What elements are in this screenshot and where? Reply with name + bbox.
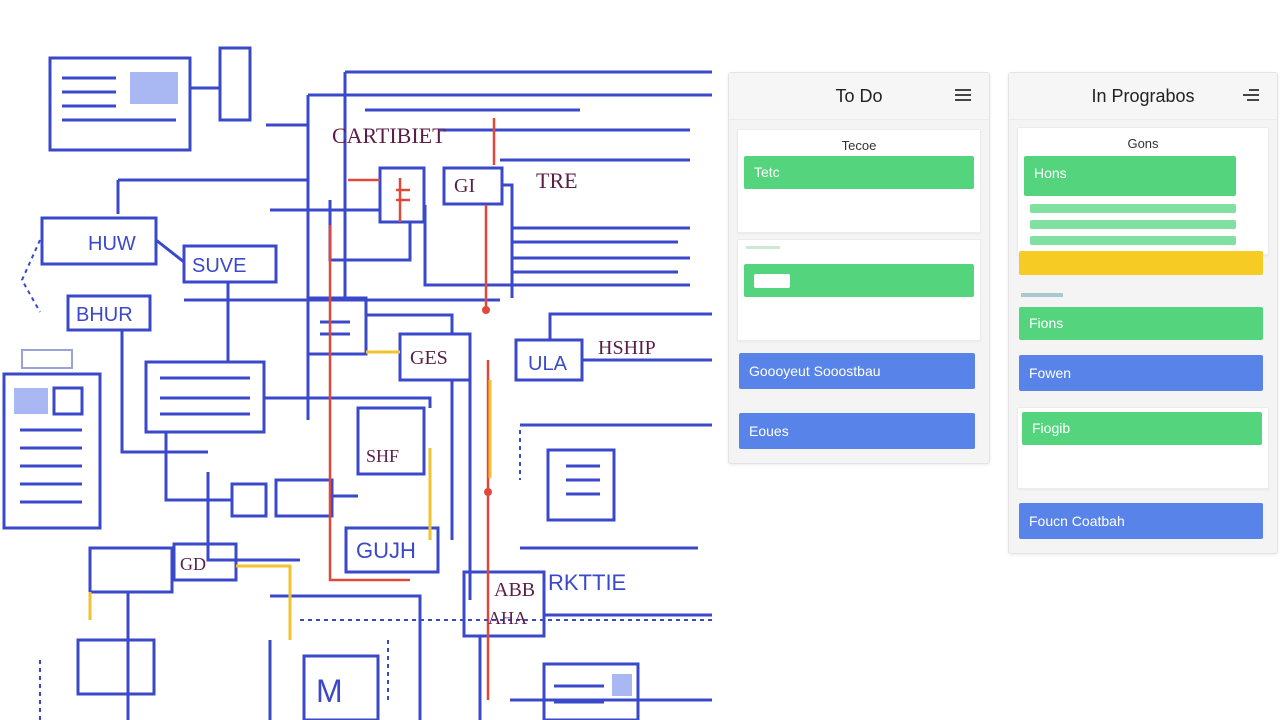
diagram-label-top: CARTIBIET bbox=[332, 123, 446, 148]
task-card[interactable]: Fiogib bbox=[1017, 407, 1269, 489]
progress-line bbox=[1030, 204, 1236, 213]
flow-diagram: CARTIBIET GI TRE HUW BHUR SUVE GES ULA H… bbox=[2, 46, 712, 720]
diagram-node bbox=[48, 56, 192, 152]
diagram-node bbox=[542, 662, 640, 720]
diagram-node bbox=[172, 542, 238, 582]
diagram-node bbox=[230, 482, 268, 518]
diagram-label: HSHIP bbox=[598, 337, 656, 359]
diagram-node bbox=[344, 526, 440, 574]
diagram-label: GD bbox=[180, 554, 206, 574]
diagram-node bbox=[302, 654, 380, 720]
diagram-label: HUW bbox=[88, 233, 136, 255]
diagram-node bbox=[356, 406, 426, 476]
column-to-do: To Do Tecoe Tetc Goooyeut Sooostbau Eoue… bbox=[728, 72, 990, 464]
task-bar[interactable] bbox=[744, 264, 974, 297]
diagram-label: BHUR bbox=[76, 304, 133, 326]
diagram-label: RKTTIE bbox=[548, 570, 626, 595]
card-title: Gons bbox=[1127, 136, 1159, 151]
task-bar[interactable]: Tetc bbox=[744, 156, 974, 189]
task-bar[interactable]: Fiogib bbox=[1022, 412, 1262, 445]
diagram-node bbox=[182, 244, 278, 284]
diagram-node bbox=[546, 448, 616, 522]
diagram-node bbox=[66, 294, 152, 332]
task-bar[interactable]: Foucn Coatbah bbox=[1019, 503, 1263, 539]
diagram-node bbox=[2, 372, 102, 530]
task-bar[interactable]: Eoues bbox=[739, 413, 975, 449]
diagram-node bbox=[306, 296, 368, 356]
diagram-label: GES bbox=[410, 347, 448, 369]
diagram-label: SUVE bbox=[192, 255, 246, 277]
diagram-node bbox=[274, 478, 334, 518]
column-title: To Do bbox=[835, 85, 883, 106]
diagram-node bbox=[76, 638, 156, 696]
input-placeholder-block bbox=[754, 274, 790, 289]
diagram-node bbox=[218, 46, 252, 122]
diagram-node bbox=[462, 570, 546, 638]
hamburger-icon[interactable] bbox=[955, 89, 971, 103]
diagram-node bbox=[378, 166, 426, 224]
column-header: To Do bbox=[729, 73, 989, 120]
task-bar[interactable]: Hons bbox=[1024, 156, 1236, 196]
diagram-label: ULA bbox=[528, 353, 568, 375]
diagram-label: GI bbox=[454, 175, 475, 197]
flow-diagram-svg: CARTIBIET GI TRE HUW BHUR SUVE GES ULA H… bbox=[2, 46, 712, 720]
diagram-label: TRE bbox=[536, 168, 578, 193]
progress-line bbox=[1030, 220, 1236, 229]
diagram-label: GUJH bbox=[356, 538, 416, 563]
task-bar[interactable]: Fions bbox=[1019, 307, 1263, 340]
diagram-node bbox=[88, 546, 174, 594]
task-bar[interactable]: Fowen bbox=[1019, 355, 1263, 391]
card-title: Tecoe bbox=[841, 138, 877, 153]
task-bar[interactable]: Goooyeut Sooostbau bbox=[739, 353, 975, 389]
diagram-label: SHF bbox=[366, 446, 399, 466]
sort-menu-icon[interactable] bbox=[1243, 89, 1259, 103]
diagram-label: AHA bbox=[488, 608, 527, 628]
column-title: In Prograbos bbox=[1091, 85, 1195, 106]
diagram-node bbox=[398, 332, 472, 382]
task-bar-yellow[interactable] bbox=[1019, 251, 1263, 275]
progress-line bbox=[1030, 236, 1236, 245]
section-tag bbox=[1021, 293, 1063, 297]
task-card[interactable]: Gons Hons bbox=[1017, 127, 1269, 255]
diagram-label: ABB bbox=[494, 579, 535, 601]
card-tag bbox=[746, 246, 780, 249]
column-in-progress: In Prograbos Gons Hons Fions Fowen Fiogi… bbox=[1008, 72, 1278, 554]
diagram-label: M bbox=[316, 673, 343, 709]
task-card[interactable] bbox=[737, 239, 981, 341]
column-header: In Prograbos bbox=[1009, 73, 1277, 120]
task-card[interactable]: Tecoe Tetc bbox=[737, 129, 981, 233]
